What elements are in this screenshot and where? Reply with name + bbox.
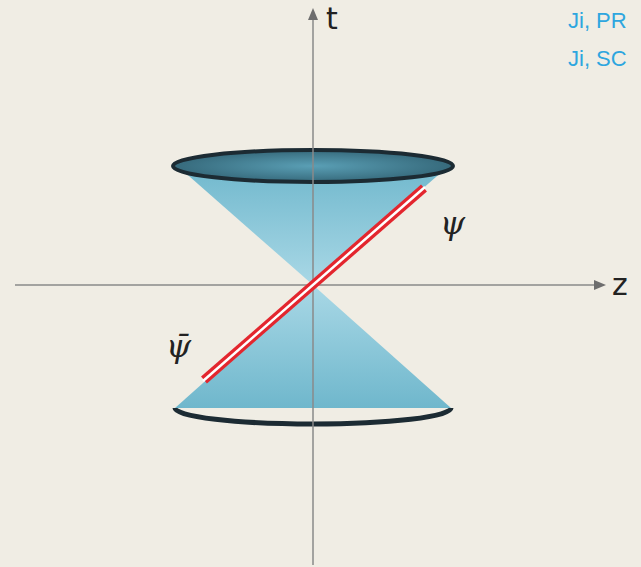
field-label: ψ <box>440 207 465 239</box>
field-label: ψ̄ <box>166 330 191 362</box>
wilson-line <box>203 187 425 381</box>
axis-label: z <box>612 270 628 300</box>
reference-note: Ji, SC <box>568 48 627 70</box>
axis-arrowhead <box>594 280 606 290</box>
axis-arrowhead <box>308 8 318 20</box>
reference-note: Ji, PR <box>568 10 627 32</box>
white-gap <box>203 187 425 381</box>
red-line <box>204 188 424 380</box>
axes <box>15 8 606 565</box>
axis-label: t <box>326 4 338 34</box>
